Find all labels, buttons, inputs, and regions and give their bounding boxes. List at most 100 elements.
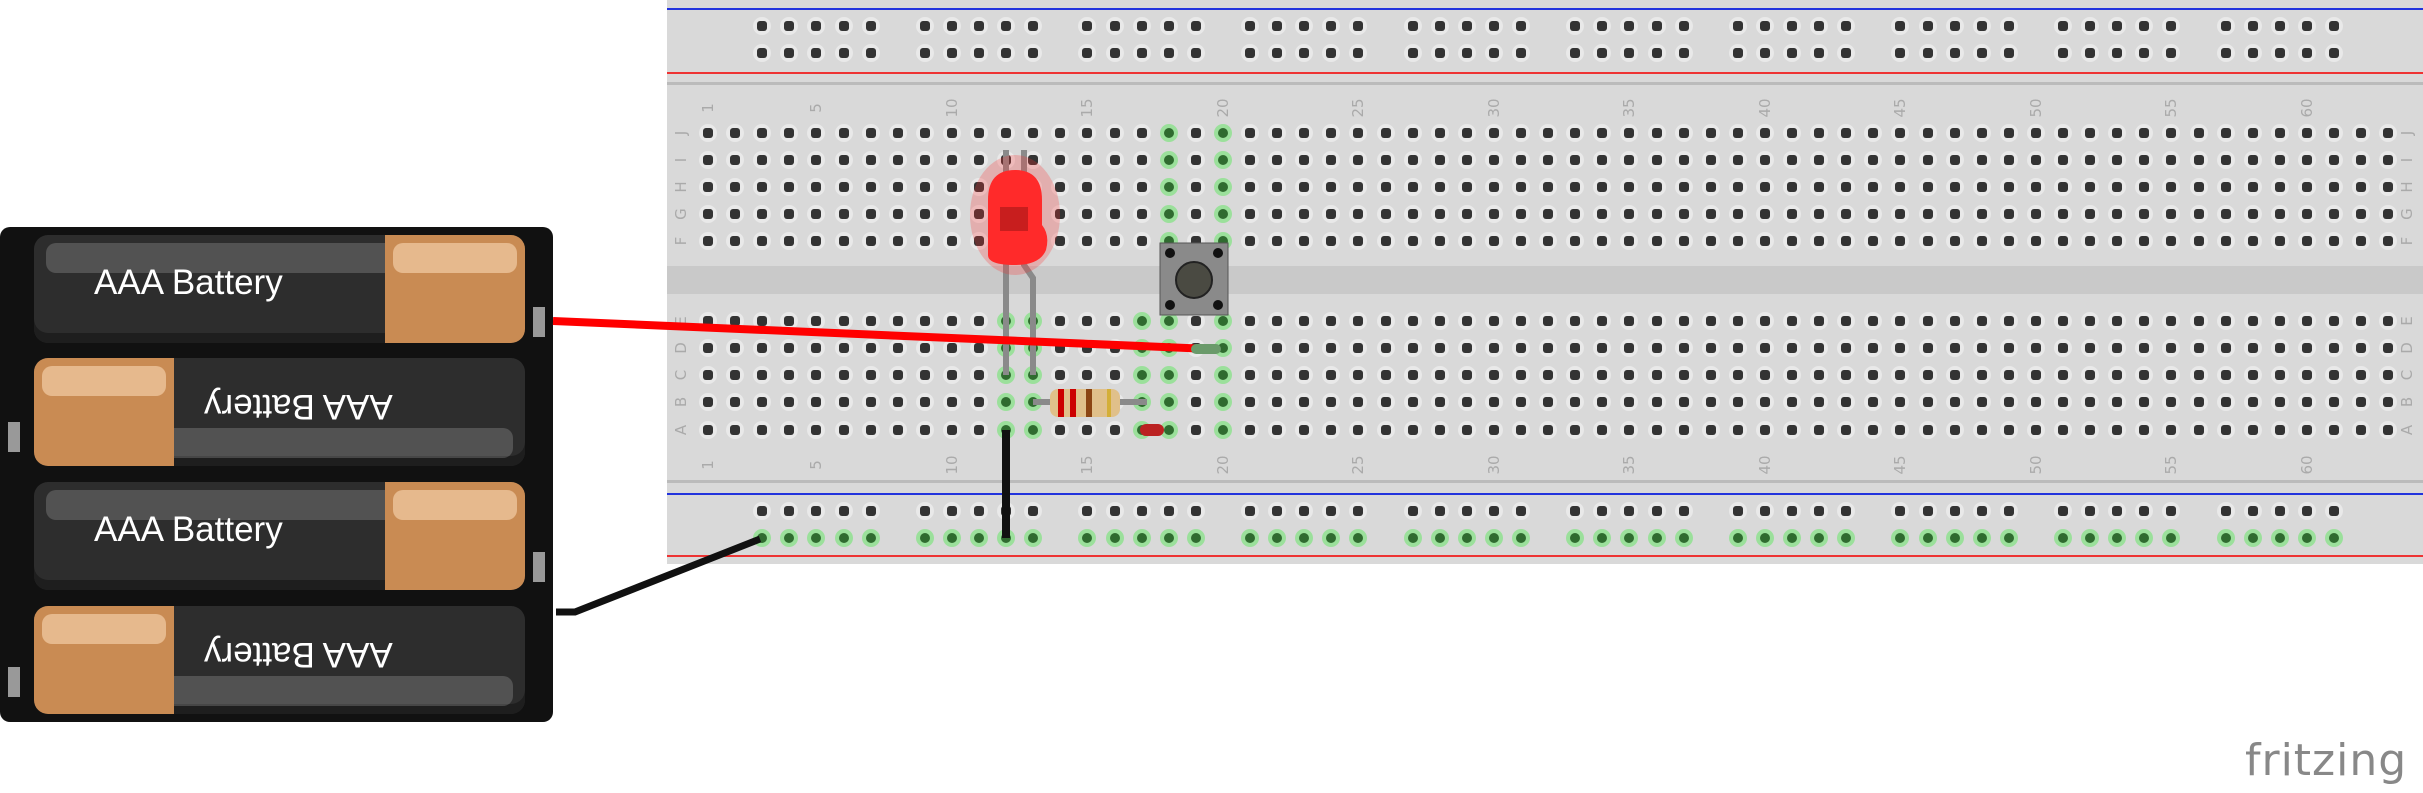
- breadboard-hole[interactable]: [1403, 312, 1422, 330]
- breadboard-hole[interactable]: [1213, 366, 1232, 384]
- breadboard-hole[interactable]: [888, 232, 907, 250]
- breadboard-hole[interactable]: [942, 366, 961, 384]
- breadboard-hole[interactable]: [1322, 421, 1341, 439]
- breadboard-hole[interactable]: [1430, 205, 1449, 223]
- breadboard-hole[interactable]: [1159, 178, 1178, 196]
- breadboard-hole[interactable]: [1566, 339, 1585, 357]
- breadboard-hole[interactable]: [1322, 124, 1341, 142]
- breadboard-hole[interactable]: [1512, 421, 1530, 439]
- breadboard-hole[interactable]: [1159, 124, 1178, 142]
- breadboard-hole[interactable]: [1159, 393, 1178, 411]
- breadboard-hole[interactable]: [1484, 339, 1503, 357]
- breadboard-hole[interactable]: [1078, 124, 1097, 142]
- breadboard-hole[interactable]: [726, 339, 745, 357]
- breadboard-hole[interactable]: [1051, 178, 1070, 196]
- breadboard-hole[interactable]: [915, 312, 934, 330]
- breadboard-hole[interactable]: [1701, 178, 1720, 196]
- breadboard-hole[interactable]: [1159, 421, 1178, 439]
- breadboard-hole[interactable]: [1620, 312, 1639, 330]
- breadboard-hole[interactable]: [1701, 339, 1720, 357]
- breadboard-hole[interactable]: [1701, 393, 1720, 411]
- breadboard-hole[interactable]: [1295, 124, 1314, 142]
- breadboard-hole[interactable]: [970, 232, 988, 250]
- breadboard-hole[interactable]: [807, 339, 826, 357]
- breadboard-hole[interactable]: [1403, 124, 1422, 142]
- breadboard-hole[interactable]: [699, 178, 717, 196]
- breadboard-hole[interactable]: [1159, 366, 1178, 384]
- breadboard-hole[interactable]: [1539, 178, 1558, 196]
- breadboard-hole[interactable]: [1512, 339, 1530, 357]
- breadboard-hole[interactable]: [942, 124, 961, 142]
- breadboard-hole[interactable]: [1512, 178, 1530, 196]
- breadboard-hole[interactable]: [1132, 124, 1151, 142]
- breadboard-hole[interactable]: [888, 312, 907, 330]
- breadboard-hole[interactable]: [1295, 312, 1314, 330]
- breadboard-hole[interactable]: [1620, 232, 1639, 250]
- breadboard-hole[interactable]: [1295, 421, 1314, 439]
- breadboard-hole[interactable]: [1376, 366, 1395, 384]
- breadboard-hole[interactable]: [1024, 421, 1043, 439]
- breadboard-hole[interactable]: [1132, 312, 1151, 330]
- breadboard-hole[interactable]: [1728, 312, 1747, 330]
- breadboard-hole[interactable]: [807, 178, 826, 196]
- breadboard-hole[interactable]: [780, 421, 799, 439]
- breadboard-hole[interactable]: [1241, 151, 1259, 169]
- breadboard-hole[interactable]: [1349, 232, 1368, 250]
- breadboard-hole[interactable]: [1241, 124, 1259, 142]
- breadboard-hole[interactable]: [1647, 339, 1666, 357]
- breadboard-hole[interactable]: [1674, 421, 1693, 439]
- breadboard-hole[interactable]: [1349, 366, 1368, 384]
- breadboard-hole[interactable]: [1105, 205, 1124, 223]
- breadboard-hole[interactable]: [1430, 393, 1449, 411]
- breadboard-hole[interactable]: [1484, 178, 1503, 196]
- breadboard-hole[interactable]: [1593, 366, 1612, 384]
- breadboard-hole[interactable]: [1322, 205, 1341, 223]
- breadboard-hole[interactable]: [1539, 366, 1558, 384]
- breadboard-hole[interactable]: [726, 366, 745, 384]
- breadboard-hole[interactable]: [942, 178, 961, 196]
- breadboard-hole[interactable]: [1539, 312, 1558, 330]
- breadboard-hole[interactable]: [1078, 205, 1097, 223]
- breadboard-hole[interactable]: [753, 312, 772, 330]
- breadboard-hole[interactable]: [970, 124, 988, 142]
- breadboard-hole[interactable]: [834, 178, 853, 196]
- breadboard-hole[interactable]: [942, 393, 961, 411]
- breadboard-hole[interactable]: [970, 339, 988, 357]
- breadboard-hole[interactable]: [1484, 151, 1503, 169]
- breadboard-hole[interactable]: [1295, 205, 1314, 223]
- breadboard-hole[interactable]: [1322, 339, 1341, 357]
- breadboard-hole[interactable]: [834, 151, 853, 169]
- breadboard-hole[interactable]: [1078, 151, 1097, 169]
- breadboard-hole[interactable]: [1430, 312, 1449, 330]
- breadboard-hole[interactable]: [888, 178, 907, 196]
- breadboard-hole[interactable]: [1051, 124, 1070, 142]
- breadboard-hole[interactable]: [888, 366, 907, 384]
- breadboard-hole[interactable]: [1701, 366, 1720, 384]
- breadboard-hole[interactable]: [1593, 393, 1612, 411]
- breadboard-hole[interactable]: [1512, 124, 1530, 142]
- breadboard-hole[interactable]: [1213, 124, 1232, 142]
- breadboard-hole[interactable]: [970, 366, 988, 384]
- breadboard-hole[interactable]: [861, 421, 880, 439]
- breadboard-hole[interactable]: [1241, 366, 1259, 384]
- breadboard-hole[interactable]: [1159, 312, 1178, 330]
- breadboard-hole[interactable]: [1430, 339, 1449, 357]
- breadboard-hole[interactable]: [726, 124, 745, 142]
- breadboard-hole[interactable]: [807, 366, 826, 384]
- breadboard-hole[interactable]: [1430, 232, 1449, 250]
- breadboard-hole[interactable]: [807, 393, 826, 411]
- breadboard-hole[interactable]: [1268, 393, 1287, 411]
- breadboard-hole[interactable]: [1403, 151, 1422, 169]
- breadboard-hole[interactable]: [1376, 421, 1395, 439]
- breadboard-hole[interactable]: [1674, 366, 1693, 384]
- breadboard-hole[interactable]: [861, 178, 880, 196]
- breadboard-hole[interactable]: [1268, 151, 1287, 169]
- breadboard-hole[interactable]: [1105, 312, 1124, 330]
- breadboard-hole[interactable]: [1105, 366, 1124, 384]
- breadboard-hole[interactable]: [1376, 232, 1395, 250]
- breadboard-hole[interactable]: [1647, 232, 1666, 250]
- breadboard-hole[interactable]: [699, 232, 717, 250]
- breadboard-hole[interactable]: [1241, 312, 1259, 330]
- breadboard-hole[interactable]: [1620, 366, 1639, 384]
- breadboard-hole[interactable]: [888, 393, 907, 411]
